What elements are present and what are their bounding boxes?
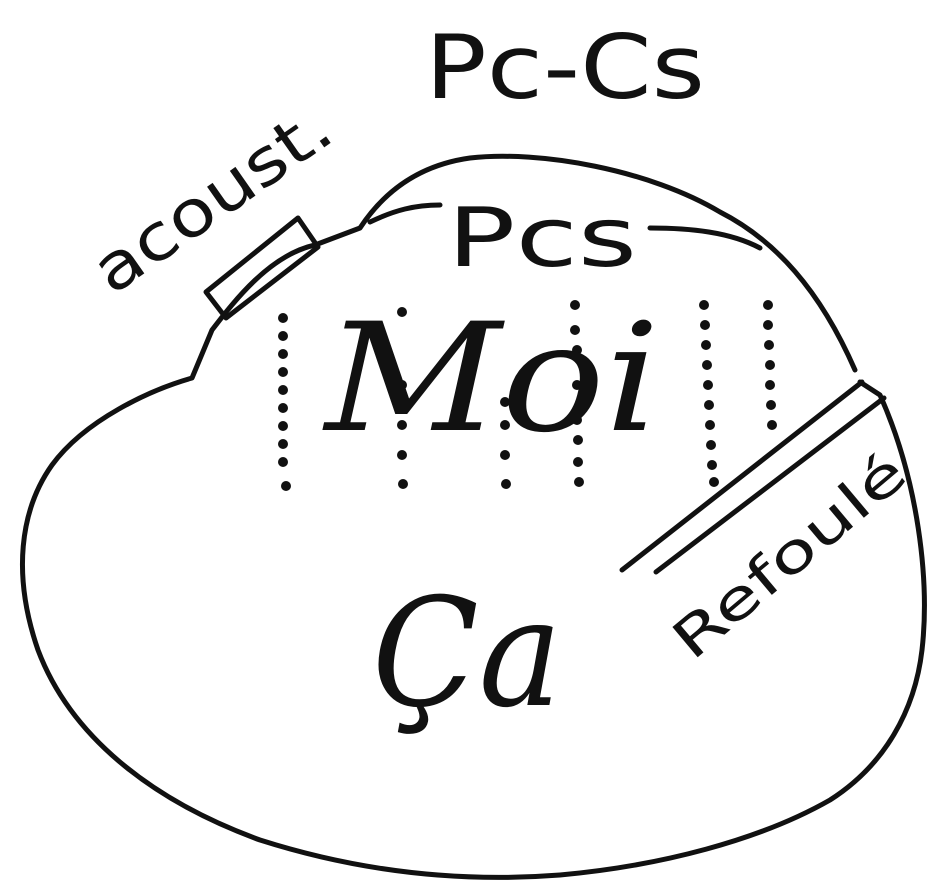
refoule-label: Refoulé [660, 441, 919, 672]
refoule-bar-upper [619, 379, 865, 573]
acoustic-cap [203, 215, 321, 321]
pc-cs-label: Pc-Cs [425, 16, 705, 119]
refoule-bar-lower [653, 395, 887, 575]
dotted-column-2 [397, 307, 408, 489]
apparatus-outline [19, 153, 927, 880]
acoust-label: acoust. [79, 91, 347, 309]
ca-label: Ça [372, 567, 562, 741]
pcs-arc [367, 202, 443, 225]
pcs-arc-right [647, 225, 763, 251]
dotted-column-3 [500, 397, 511, 489]
dotted-column-1 [278, 313, 291, 491]
dotted-column-5 [699, 300, 719, 487]
dotted-column-6 [763, 300, 777, 430]
pcs-label: Pcs [447, 191, 637, 286]
dotted-column-4 [570, 300, 584, 487]
moi-label: Moi [322, 292, 660, 466]
